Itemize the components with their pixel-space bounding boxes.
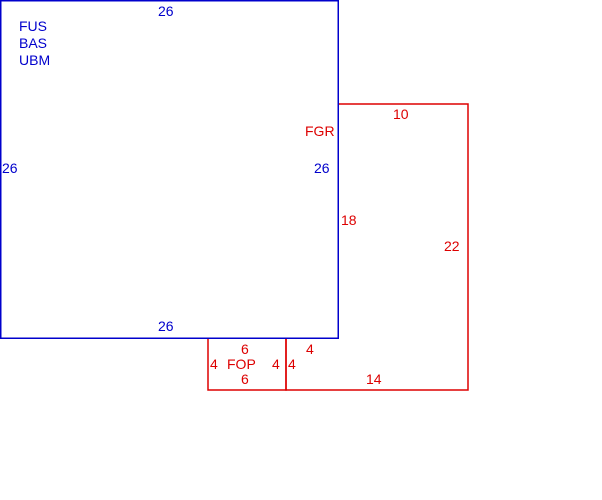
red-room: FGR 10 18 22 14 4 4 xyxy=(285,103,469,391)
small-room-dim-left: 4 xyxy=(210,356,218,372)
blue-room-dim-bottom: 26 xyxy=(158,318,174,334)
red-room-dim-bottom: 14 xyxy=(366,371,382,387)
small-room-dim-bottom: 6 xyxy=(241,371,249,387)
red-room-dim-notch-top: 4 xyxy=(306,341,314,357)
red-room-label: FGR xyxy=(305,123,335,139)
small-room-outline xyxy=(207,338,287,391)
small-room-dim-right: 4 xyxy=(272,356,280,372)
red-room-dim-left: 18 xyxy=(341,212,357,228)
blue-room-dim-left: 26 xyxy=(2,160,18,176)
blue-room-dim-right: 26 xyxy=(314,160,330,176)
small-room-dim-top: 6 xyxy=(241,341,249,357)
small-room-label: FOP xyxy=(227,356,256,372)
blue-room-outline xyxy=(0,0,339,339)
blue-room-label-1: FUS xyxy=(19,18,47,34)
red-room-dim-top: 10 xyxy=(393,106,409,122)
small-room: FOP 6 6 4 4 xyxy=(207,338,287,391)
red-room-dim-right: 22 xyxy=(444,238,460,254)
blue-room-dim-top: 26 xyxy=(158,3,174,19)
blue-room-label-2: BAS xyxy=(19,35,47,51)
red-room-dim-notch-left: 4 xyxy=(288,356,296,372)
blue-room-label-3: UBM xyxy=(19,52,50,68)
blue-room: FUS BAS UBM 26 26 26 26 xyxy=(0,0,339,339)
